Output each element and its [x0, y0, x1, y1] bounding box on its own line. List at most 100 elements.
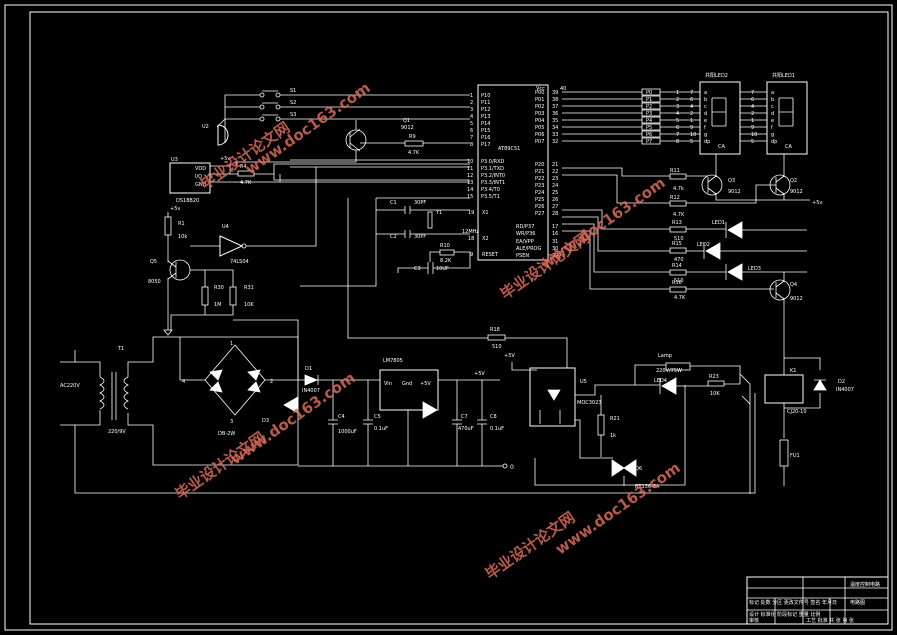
- mcu-pin-name: P07: [535, 139, 544, 145]
- q6-triac: [611, 459, 637, 477]
- header-pin-num: 8: [676, 139, 679, 145]
- header-label: P6: [646, 132, 652, 138]
- title-sub: 电路图: [850, 599, 865, 606]
- bridge-diodes: [209, 369, 261, 393]
- display-led1-body: [766, 81, 808, 155]
- c3-value: 10UF: [436, 266, 449, 272]
- plus5-label: +5V: [474, 371, 485, 377]
- sensor-name: DS18B20: [176, 198, 199, 204]
- status-leds: R13 510 R15 470 R14 510 R16 4.7K LED1 LE…: [562, 209, 807, 358]
- mcu-pin-num: 6: [470, 128, 473, 134]
- mcu-pin-num: 34: [552, 125, 558, 131]
- mcu-pin-name: P13: [481, 114, 490, 120]
- q1-transistor: Q1 9012 R9 4.7K: [235, 118, 470, 165]
- mcu-pin-num: 8: [470, 142, 473, 148]
- r16-body: [669, 286, 687, 293]
- u1-label: LM7805: [383, 358, 403, 364]
- title-row4: 工艺 批准 共 张 第 张: [806, 617, 854, 624]
- segment-pin: 10: [751, 132, 757, 138]
- segment-pin: 1: [690, 118, 693, 124]
- mcu-pin-num: 10: [467, 159, 473, 165]
- r31-label: R31: [244, 285, 254, 291]
- r9-body: [404, 140, 424, 147]
- mcu-vcc: Vcc: [536, 86, 545, 92]
- c7-label: C7: [461, 414, 468, 420]
- segment-letter: d: [704, 111, 707, 117]
- s1-label: S1: [290, 88, 296, 94]
- mcu-pin-num: 7: [470, 135, 473, 141]
- mcu-reset: RESET: [482, 252, 499, 258]
- led3-label: LED3: [748, 266, 761, 272]
- c4-value: 1000uF: [338, 429, 357, 435]
- led3-icon: [725, 263, 743, 281]
- mcu-pin-num: 1: [470, 93, 473, 99]
- mcu-pin-num: 38: [552, 97, 558, 103]
- q3-value: 9012: [728, 189, 741, 195]
- r4-body: [237, 170, 255, 177]
- display-drivers: Q3 9012 Q2 9012 +5v R11 4.7k R12 4.7K: [562, 154, 822, 218]
- led2-label: LED2: [697, 242, 710, 248]
- r15-label: R15: [672, 241, 682, 247]
- r21-value: 1k: [610, 433, 616, 439]
- display-led1-name: 共阳LED1: [772, 72, 795, 79]
- u5-value: MOC3023: [577, 400, 601, 406]
- header-label: P7: [646, 139, 652, 145]
- mcu-pin-name: P14: [481, 121, 490, 127]
- bridge-pin2: 4: [182, 379, 185, 385]
- header-pin-num: 7: [676, 132, 679, 138]
- mcu-pin16: 16: [552, 231, 558, 237]
- mcu-pin-num: 36: [552, 111, 558, 117]
- header-label: P0: [646, 90, 652, 96]
- bridge-pin1: 1: [230, 341, 233, 347]
- s3-label: S3: [290, 112, 296, 118]
- u4-inverter: +5v R1 10k U4 74LS04 Q5 8050 R30 1M R31 …: [148, 167, 317, 380]
- mcu-pin-name: P16: [481, 135, 490, 141]
- mcu-pin-name: P22: [535, 176, 544, 182]
- mcu-pin-num: 28: [552, 211, 558, 217]
- mcu-pin-num: 13: [467, 180, 473, 186]
- r15-value: 470: [674, 257, 684, 263]
- header-pin-num: 3: [676, 104, 679, 110]
- outer-frame: [4, 4, 893, 631]
- segment-pin: 2: [751, 111, 754, 117]
- header-pin-num: 1: [676, 90, 679, 96]
- u4-label: U4: [222, 224, 229, 230]
- c2-value: 30PF: [414, 234, 426, 240]
- led4-label: LED4: [654, 378, 667, 384]
- r11-body: [669, 173, 687, 180]
- r1-value: 10k: [178, 234, 187, 240]
- segment-pin: 4: [751, 104, 754, 110]
- mcu-pin-num: 15: [467, 194, 473, 200]
- t1-label: T1: [117, 346, 124, 352]
- r23-label: R23: [709, 374, 719, 380]
- q5-value: 8050: [148, 279, 161, 285]
- mcu-pin-name: P01: [535, 97, 544, 103]
- d1-value: IN4007: [302, 388, 320, 394]
- segment-letter: f: [771, 125, 773, 131]
- mcu-pin-num: 35: [552, 118, 558, 124]
- mcu-x1: X1: [482, 210, 489, 216]
- segment-letter: d: [771, 111, 774, 117]
- mcu-reset-pin: 9: [470, 252, 473, 258]
- y1-value: 12MHz: [462, 229, 479, 235]
- q6-value: BT136-6A: [635, 484, 660, 490]
- k1-relay: [764, 374, 804, 404]
- title-row3: 审核: [749, 617, 759, 624]
- power-supply: AC220V T1 220/9V 1 4 2 3 DB-2W D3 D1 IN4…: [60, 336, 756, 494]
- watermark-url-1: www.doc163.com: [242, 79, 374, 179]
- display-led1-ca: CA: [785, 144, 792, 150]
- mcu-pin-num: 37: [552, 104, 558, 110]
- ac-label: AC220V: [60, 383, 80, 389]
- mcu-pin-num: 27: [552, 204, 558, 210]
- r4-value: 4.7K: [240, 180, 252, 186]
- header-label: P5: [646, 125, 652, 131]
- mcu-x2-pin: 18: [468, 236, 474, 242]
- mcu-psen: PSEN: [516, 253, 529, 259]
- mcu-pin29: 29: [552, 253, 558, 259]
- fu1-fuse: [779, 439, 789, 467]
- r1-label: R1: [178, 221, 185, 227]
- r16-label: R16: [672, 280, 682, 286]
- display-led2-body: [699, 81, 741, 155]
- u2-label: U2: [202, 124, 209, 130]
